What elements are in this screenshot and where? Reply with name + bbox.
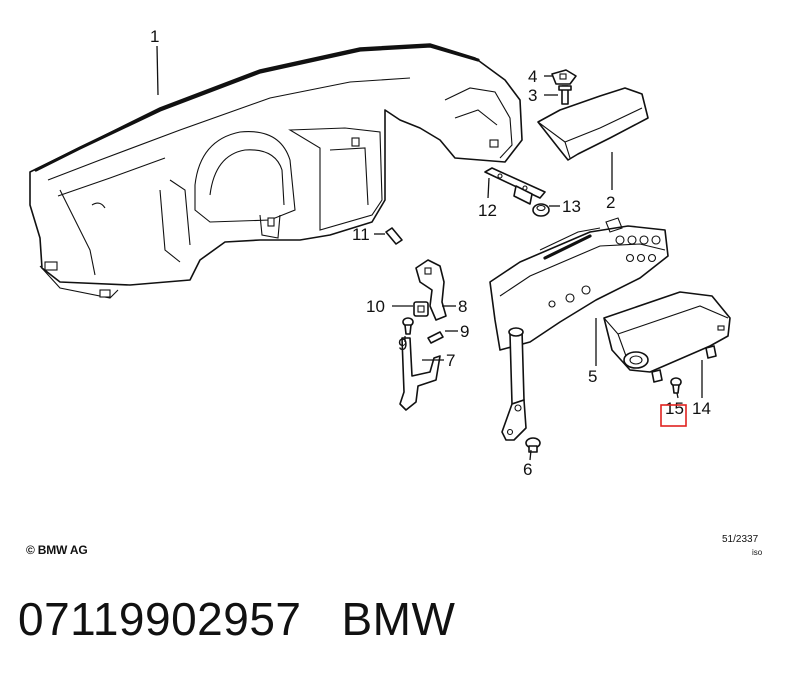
grommet-part — [532, 203, 550, 217]
callout-7: 7 — [446, 351, 455, 370]
callout-10: 10 — [366, 297, 385, 316]
screw-part-15 — [670, 377, 682, 394]
callout-labels: 1 2 3 4 5 6 7 8 9 9 10 11 12 13 14 15 — [150, 27, 711, 479]
screw-part-9a — [402, 317, 414, 335]
callout-2: 2 — [606, 193, 615, 212]
drawing-suffix: iso — [752, 548, 763, 557]
callout-9b: 9 — [460, 322, 469, 341]
callout-15-highlight — [660, 404, 687, 427]
bolt-part — [525, 437, 541, 453]
clip-part — [551, 69, 577, 85]
airbag-module-part — [603, 291, 731, 383]
callout-3: 3 — [528, 86, 537, 105]
bracket-strip-part — [484, 167, 546, 205]
callout-5: 5 — [588, 367, 597, 386]
callout-12: 12 — [478, 201, 497, 220]
carrier-part — [489, 217, 669, 441]
screw-part-9b — [427, 331, 444, 344]
support-bracket-part — [399, 337, 441, 411]
callout-14: 14 — [692, 399, 711, 418]
leader-lines — [156, 45, 703, 461]
callout-15: 15 — [665, 399, 684, 418]
bracket-part-8 — [415, 259, 447, 321]
callout-4: 4 — [528, 67, 537, 86]
dashboard-part — [29, 43, 523, 299]
callout-11: 11 — [352, 225, 370, 244]
copyright-notice: © BMW AG — [26, 543, 88, 557]
screw-part-3 — [558, 85, 572, 105]
callout-6: 6 — [523, 460, 532, 479]
brand-name: BMW — [341, 593, 456, 645]
drawing-code: 51/2337 — [722, 534, 759, 545]
callout-1: 1 — [150, 27, 159, 46]
part-number: 07119902957 — [18, 593, 302, 645]
callout-9a: 9 — [398, 335, 407, 354]
nut-part — [413, 301, 429, 317]
footer-caption: 07119902957 BMW — [18, 592, 455, 646]
callout-8: 8 — [458, 297, 467, 316]
cover-part — [537, 87, 649, 161]
callout-13: 13 — [562, 197, 581, 216]
screw-part-11 — [385, 227, 403, 245]
